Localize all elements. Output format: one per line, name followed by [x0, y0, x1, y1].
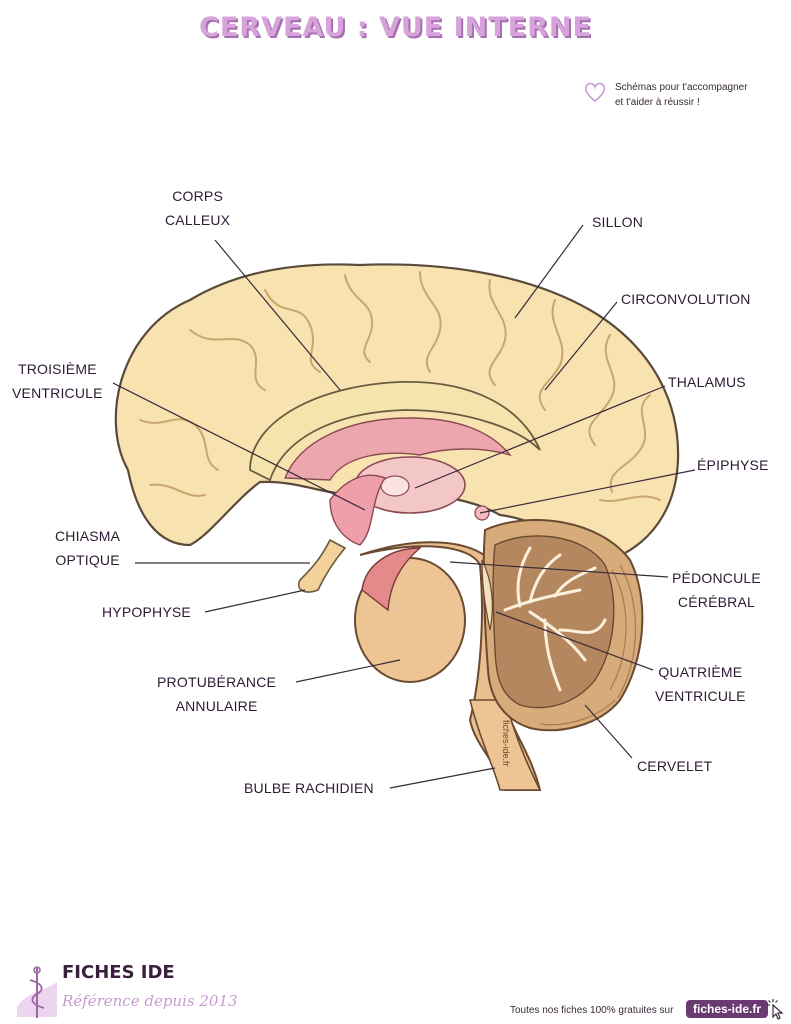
corps-calleux-shape — [249, 381, 541, 482]
arbor-vitae — [503, 546, 607, 692]
label-line: BULBE RACHIDIEN — [244, 780, 374, 796]
fourth-ventricle-shape — [481, 559, 493, 631]
label-line: HYPOPHYSE — [102, 604, 191, 620]
septum-region — [283, 417, 512, 481]
tagline: Schémas pour t'accompagner et t'aider à … — [615, 80, 785, 110]
leader-pedoncule — [449, 561, 669, 578]
midbrain-pink — [361, 547, 422, 612]
site-link[interactable]: fiches-ide.fr — [686, 1000, 769, 1018]
label-hypophyse: HYPOPHYSE — [102, 600, 191, 624]
label-thalamus: THALAMUS — [668, 370, 746, 394]
label-line: ANNULAIRE — [175, 698, 258, 714]
label-line: CIRCONVOLUTION — [621, 291, 751, 307]
leader-sillon — [514, 224, 584, 319]
label-protuberance-annulaire: PROTUBÉRANCE ANNULAIRE — [157, 670, 276, 718]
label-troisieme-ventricule: TROISIÈME VENTRICULE — [12, 357, 103, 405]
cursor-click-icon — [767, 999, 784, 1020]
label-line: CÉRÉBRAL — [677, 594, 755, 610]
label-line: PÉDONCULE — [672, 570, 761, 586]
third-ventricle-shape — [329, 474, 387, 546]
page-title: CERVEAU : VUE INTERNE — [199, 12, 592, 43]
heart-icon — [582, 80, 608, 104]
label-line: ÉPIPHYSE — [697, 457, 769, 473]
label-cervelet: CERVELET — [637, 754, 712, 778]
leader-troisieme — [112, 382, 366, 511]
label-epiphyse: ÉPIPHYSE — [697, 453, 769, 477]
cervelet-inner — [492, 535, 615, 709]
label-line: CHIASMA — [55, 528, 121, 544]
label-pedoncule-cerebral: PÉDONCULE CÉRÉBRAL — [672, 566, 761, 614]
leader-lines — [112, 224, 696, 789]
label-line: QUATRIÈME — [658, 664, 743, 680]
leader-cervelet — [584, 704, 633, 759]
label-sillon: SILLON — [592, 210, 643, 234]
label-line: OPTIQUE — [55, 552, 120, 568]
leader-corps-calleux — [214, 239, 341, 391]
leader-circonvolution — [544, 301, 618, 391]
label-circonvolution: CIRCONVOLUTION — [621, 287, 751, 311]
bulbe-shape — [468, 699, 542, 791]
leader-hypophyse — [204, 589, 306, 613]
label-line: CERVELET — [637, 758, 713, 774]
caduceus-logo-icon — [17, 966, 57, 1018]
label-line: CORPS — [172, 188, 223, 204]
label-quatrieme-ventricule: QUATRIÈME VENTRICULE — [655, 660, 746, 708]
leader-bulbe — [389, 767, 496, 789]
label-line: PROTUBÉRANCE — [157, 674, 277, 690]
watermark-text: fiches-ide.fr — [501, 720, 511, 767]
hypophyse-shape — [298, 538, 347, 593]
label-line: SILLON — [592, 214, 643, 230]
label-line: TROISIÈME — [17, 361, 97, 377]
label-line: VENTRICULE — [655, 688, 746, 704]
leader-epiphyse — [479, 469, 696, 514]
cerebral-hemisphere — [114, 263, 680, 562]
label-bulbe-rachidien: BULBE RACHIDIEN — [244, 776, 374, 800]
thalamus-nucleus — [380, 475, 410, 497]
label-line: THALAMUS — [668, 374, 746, 390]
leader-quatrieme — [495, 611, 654, 671]
brand-subtitle: Référence depuis 2013 — [62, 992, 238, 1010]
label-chiasma-optique: CHIASMA OPTIQUE — [55, 524, 120, 572]
label-line: CALLEUX — [165, 212, 231, 228]
footer-note: Toutes nos fiches 100% gratuites sur — [510, 1005, 674, 1016]
tagline-line: Schémas pour t'accompagner — [615, 82, 748, 93]
tagline-line: et t'aider à réussir ! — [615, 97, 700, 108]
label-corps-calleux: CORPS CALLEUX — [165, 184, 230, 232]
brand-name: FICHES IDE — [62, 962, 175, 983]
leader-protuberance — [295, 659, 401, 683]
leader-thalamus — [414, 385, 666, 489]
label-line: VENTRICULE — [12, 385, 103, 401]
